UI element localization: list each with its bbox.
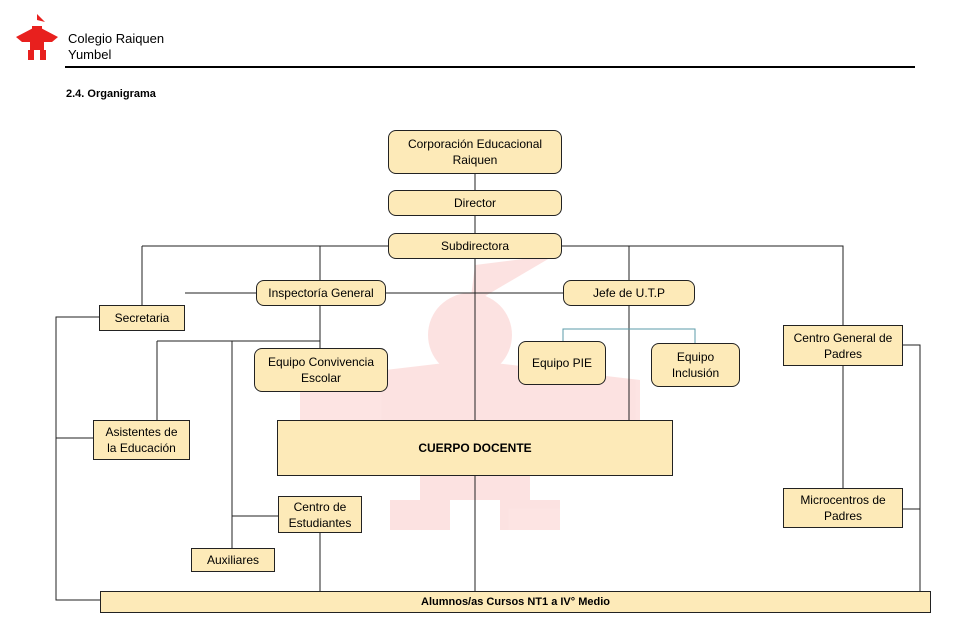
node-asistentes: Asistentes de la Educación (93, 420, 190, 460)
node-centro-estudiantes: Centro de Estudiantes (278, 496, 362, 533)
school-crest-icon (16, 14, 58, 60)
school-name: Colegio Raiquen Yumbel (68, 31, 164, 63)
node-jefe-utp: Jefe de U.T.P (563, 280, 695, 306)
school-name-line1: Colegio Raiquen (68, 31, 165, 46)
header-divider (65, 66, 915, 68)
section-title: 2.4. Organigrama (66, 88, 156, 100)
node-subdirectora: Subdirectora (388, 233, 562, 259)
node-alumnos: Alumnos/as Cursos NT1 a IV° Medio (100, 591, 931, 613)
node-auxiliares: Auxiliares (191, 548, 275, 572)
node-pie: Equipo PIE (518, 341, 606, 385)
node-secretaria: Secretaria (99, 305, 185, 331)
node-director: Director (388, 190, 562, 216)
node-cuerpo-docente: CUERPO DOCENTE (277, 420, 673, 476)
node-centro-padres: Centro General de Padres (783, 325, 903, 366)
node-inspectoria: Inspectoría General (256, 280, 386, 306)
node-microcentros: Microcentros de Padres (783, 488, 903, 528)
node-corporacion: Corporación Educacional Raiquen (388, 130, 562, 174)
node-inclusion: Equipo Inclusión (651, 343, 740, 387)
school-name-line2: Yumbel (68, 47, 112, 62)
page-header: Colegio Raiquen Yumbel (0, 0, 953, 70)
node-convivencia: Equipo Convivencia Escolar (254, 348, 388, 392)
